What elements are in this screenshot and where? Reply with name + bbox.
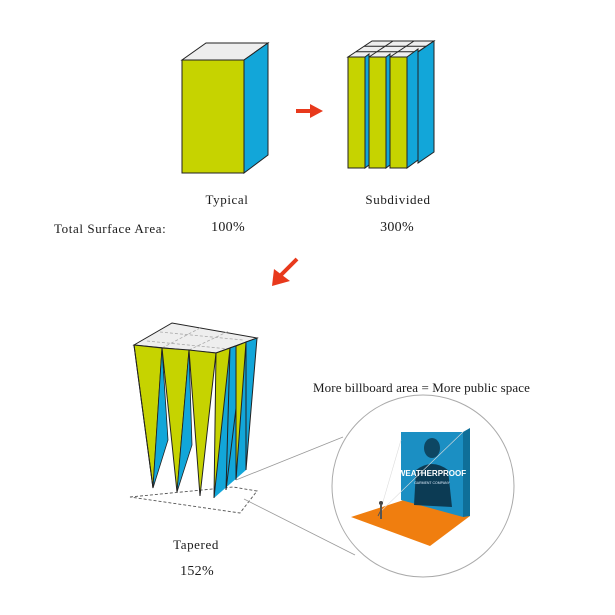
billboard-brand: WEATHERPROOF bbox=[398, 469, 466, 478]
subdivided-value: 300% bbox=[380, 220, 414, 235]
billboard-tagline: GARMENT COMPANY bbox=[414, 481, 451, 485]
person-icon bbox=[379, 501, 383, 505]
typical-block bbox=[180, 42, 270, 174]
arrow-down-left-icon bbox=[272, 257, 299, 286]
tapered-label: Tapered bbox=[173, 537, 219, 552]
subdivided-label: Subdivided bbox=[365, 192, 431, 207]
subdivided-block bbox=[346, 40, 436, 169]
billboard-figure-head bbox=[424, 438, 440, 458]
tapered-footprint bbox=[129, 486, 258, 514]
billboard-magnifier: WEATHERPROOF GARMENT COMPANY bbox=[331, 394, 515, 578]
typical-block-side bbox=[243, 42, 269, 174]
typical-label: Typical bbox=[205, 192, 249, 207]
billboard-figure-body bbox=[414, 464, 452, 507]
callout-line-top bbox=[235, 436, 344, 481]
total-surface-area-label: Total Surface Area: bbox=[54, 221, 167, 236]
arrow-right-icon bbox=[296, 104, 323, 118]
tapered-value: 152% bbox=[180, 564, 214, 579]
billboard-equation: More billboard area = More public space bbox=[313, 380, 530, 395]
typical-block-front bbox=[181, 59, 245, 174]
callout-line-bottom bbox=[243, 498, 356, 556]
typical-value: 100% bbox=[211, 220, 245, 235]
tapered-block bbox=[129, 322, 259, 514]
